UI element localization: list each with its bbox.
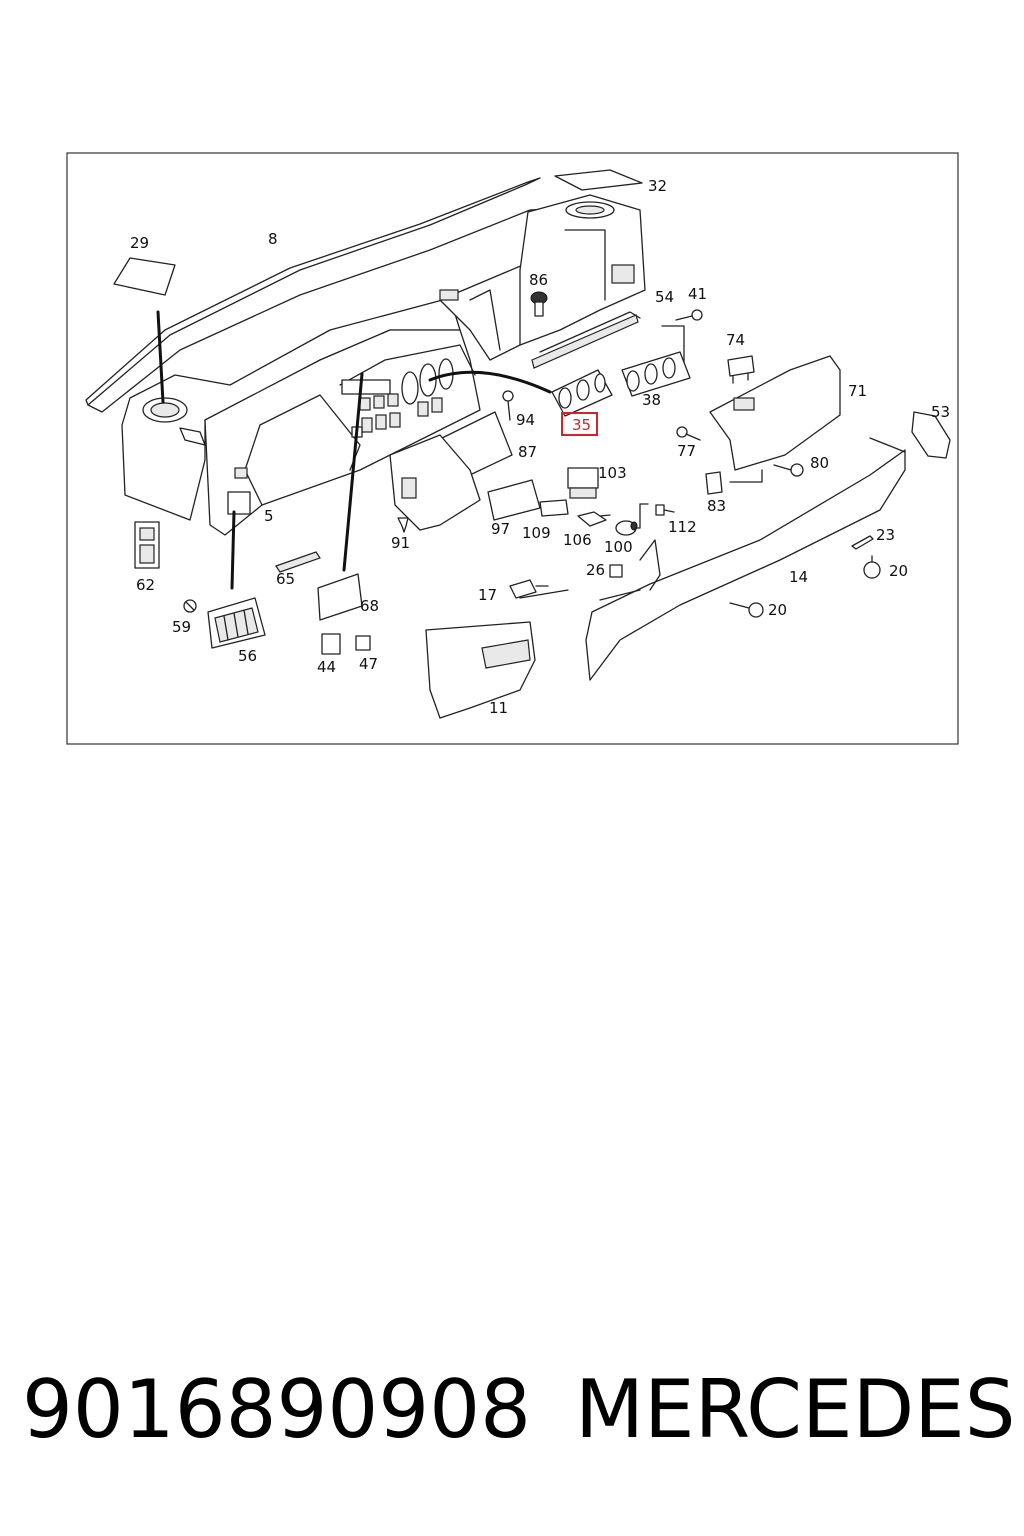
heater-control-part-35 <box>551 369 613 417</box>
callout-23: 23 <box>876 526 895 544</box>
diagram-frame <box>66 152 959 745</box>
callout-5: 5 <box>264 507 274 525</box>
connector-part-106 <box>577 511 611 527</box>
switch-part-44 <box>321 633 341 655</box>
vent-part-62 <box>134 521 160 569</box>
callout-35: 35 <box>572 416 591 434</box>
tray-part-97 <box>487 479 541 521</box>
callout-112: 112 <box>668 518 697 536</box>
switch-part-17 <box>509 579 569 599</box>
callout-91: 91 <box>391 534 410 552</box>
callout-20-lower: 20 <box>768 601 787 619</box>
callout-80: 80 <box>810 454 829 472</box>
trim-cover-part-29 <box>113 257 176 296</box>
clip-part-26 <box>609 564 623 578</box>
callout-56: 56 <box>238 647 257 665</box>
glovebox-shell-part-14 <box>585 437 906 681</box>
callout-62: 62 <box>136 576 155 594</box>
callout-54: 54 <box>655 288 674 306</box>
callout-87: 87 <box>518 443 537 461</box>
lower-cover-part-11 <box>425 621 536 719</box>
callout-11: 11 <box>489 699 508 717</box>
callout-44: 44 <box>317 658 336 676</box>
callout-8: 8 <box>268 230 278 248</box>
switch-block-part-68 <box>317 372 364 621</box>
lower-panel-part-5 <box>389 434 481 531</box>
part-number: 9016890908 <box>22 1363 531 1456</box>
callout-65: 65 <box>276 570 295 588</box>
callout-41: 41 <box>688 285 707 303</box>
switch-part-47 <box>355 635 371 651</box>
screw-part-20-upper <box>863 555 881 579</box>
dashboard-carrier-part-8 <box>85 177 646 536</box>
clip-part-74 <box>727 355 755 377</box>
switch-part-109 <box>539 499 569 517</box>
glovebox-lid-part-71 <box>709 355 841 471</box>
callout-83: 83 <box>707 497 726 515</box>
bulb-socket-part-100 <box>615 520 638 536</box>
grille-part-65 <box>275 551 321 573</box>
clip-part-59 <box>183 599 197 613</box>
callout-68: 68 <box>360 597 379 615</box>
switch-panel-part-38 <box>621 351 691 397</box>
callout-17: 17 <box>478 586 497 604</box>
callout-106: 106 <box>563 531 592 549</box>
screw-part-41 <box>675 309 703 321</box>
lid-part-32 <box>554 169 643 191</box>
screw-part-20-lower <box>729 602 764 618</box>
bulb-part-112 <box>655 504 675 516</box>
air-vent-part-56 <box>207 597 266 649</box>
callout-77: 77 <box>677 442 696 460</box>
clip-part-23 <box>851 535 874 550</box>
bracket-part-83 <box>705 471 723 495</box>
callout-38: 38 <box>642 391 661 409</box>
callout-86: 86 <box>529 271 548 289</box>
screw-part-77 <box>676 426 701 441</box>
callout-53: 53 <box>931 403 950 421</box>
footer: 9016890908 MERCEDES <box>0 1360 1024 1480</box>
screw-part-80 <box>773 463 804 477</box>
callout-74: 74 <box>726 331 745 349</box>
callout-103: 103 <box>598 464 627 482</box>
switch-part-103 <box>567 467 599 499</box>
callout-32: 32 <box>648 177 667 195</box>
callout-20-upper: 20 <box>889 562 908 580</box>
callout-100: 100 <box>604 538 633 556</box>
clip-part-91 <box>397 517 409 533</box>
callout-71: 71 <box>848 382 867 400</box>
callout-26: 26 <box>586 561 605 579</box>
parts-diagram: 29 8 32 86 54 41 74 71 38 53 94 35 77 87… <box>66 152 959 745</box>
callout-47: 47 <box>359 655 378 673</box>
callout-59: 59 <box>172 618 191 636</box>
callout-29: 29 <box>130 234 149 252</box>
callout-35-highlight-box <box>561 412 598 436</box>
callout-14: 14 <box>789 568 808 586</box>
trim-part-53 <box>911 411 951 459</box>
callout-109: 109 <box>522 524 551 542</box>
callout-97: 97 <box>491 520 510 538</box>
knob-part-86 <box>530 291 548 317</box>
screw-part-94 <box>502 390 514 421</box>
brand-name: MERCEDES <box>575 1363 1016 1456</box>
callout-94: 94 <box>516 411 535 429</box>
